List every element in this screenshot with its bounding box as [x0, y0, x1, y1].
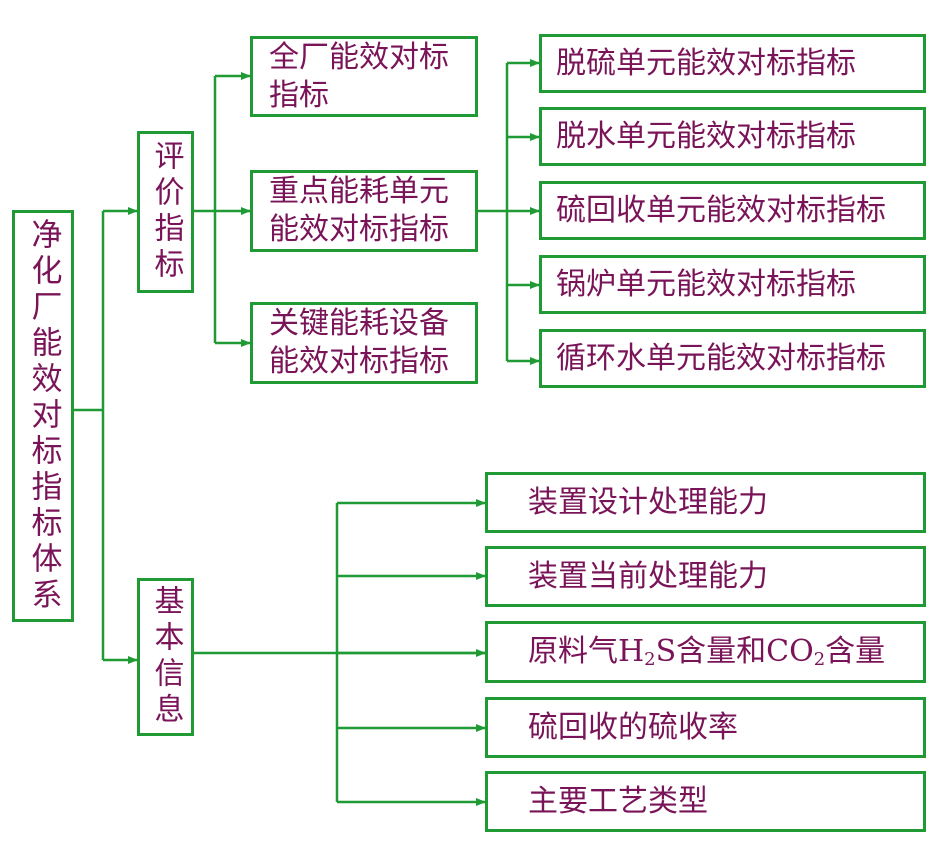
unit-indicator-node: 重点能耗单元 能效对标指标	[250, 170, 478, 252]
basic-info-label: 基本信息	[148, 585, 184, 729]
basic-item-gas-content: 原料气H2S含量和CO2含量	[485, 621, 926, 683]
unit-node-dehydration: 脱水单元能效对标指标	[539, 107, 926, 166]
basic-label-process-type: 主要工艺类型	[528, 783, 708, 819]
basic-item-current-capacity: 装置当前处理能力	[485, 546, 926, 607]
basic-label-design-capacity: 装置设计处理能力	[528, 484, 768, 520]
unit-node-desulfurization: 脱硫单元能效对标指标	[539, 34, 926, 93]
basic-label-current-capacity: 装置当前处理能力	[528, 558, 768, 594]
plant-indicator-label: 全厂能效对标 指标	[269, 39, 449, 113]
equipment-indicator-node: 关键能耗设备 能效对标指标	[250, 302, 478, 384]
unit-label-desulfurization: 脱硫单元能效对标指标	[556, 45, 856, 81]
plant-indicator-node: 全厂能效对标 指标	[250, 36, 478, 117]
basic-item-design-capacity: 装置设计处理能力	[485, 472, 926, 533]
root-node: 净化厂能效对标指标体系	[12, 210, 74, 622]
unit-label-sulfur-recovery: 硫回收单元能效对标指标	[556, 192, 886, 228]
basic-label-gas-content: 原料气H2S含量和CO2含量	[528, 634, 886, 670]
equipment-indicator-label: 关键能耗设备 能效对标指标	[269, 306, 449, 379]
basic-info-node: 基本信息	[137, 578, 194, 736]
basic-item-process-type: 主要工艺类型	[485, 771, 926, 832]
unit-label-circulating-water: 循环水单元能效对标指标	[556, 340, 886, 376]
basic-item-sulfur-yield: 硫回收的硫收率	[485, 697, 926, 758]
unit-label-boiler: 锅炉单元能效对标指标	[556, 266, 856, 302]
unit-node-sulfur-recovery: 硫回收单元能效对标指标	[539, 181, 926, 240]
unit-node-circulating-water: 循环水单元能效对标指标	[539, 329, 926, 388]
unit-indicator-label: 重点能耗单元 能效对标指标	[269, 174, 449, 247]
evaluation-label: 评价指标	[148, 140, 184, 284]
unit-label-dehydration: 脱水单元能效对标指标	[556, 118, 856, 154]
basic-label-sulfur-yield: 硫回收的硫收率	[528, 709, 738, 745]
evaluation-node: 评价指标	[137, 131, 194, 293]
unit-node-boiler: 锅炉单元能效对标指标	[539, 255, 926, 314]
root-label: 净化厂能效对标指标体系	[25, 218, 62, 614]
